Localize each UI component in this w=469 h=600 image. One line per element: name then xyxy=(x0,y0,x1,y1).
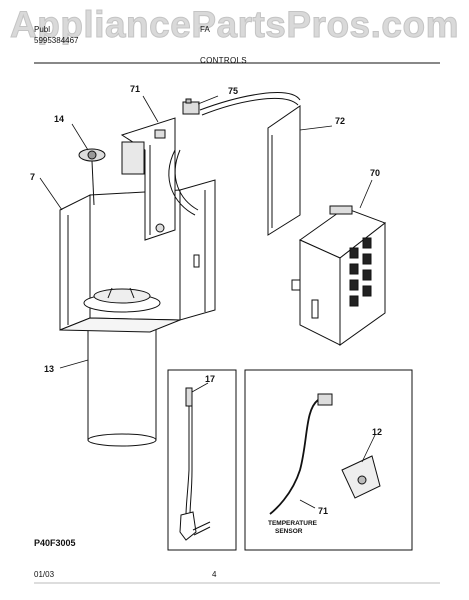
callout-17: 17 xyxy=(205,374,216,384)
callout-12: 12 xyxy=(372,427,383,437)
power-cord-inset-frame xyxy=(167,369,237,551)
power-cord xyxy=(179,387,211,541)
watermark: AppliancePartsPros.com xyxy=(10,4,459,46)
publication-label: Publ xyxy=(34,25,51,34)
footer-date: 01/03 xyxy=(34,570,55,579)
temperature-label: TEMPERATURE xyxy=(268,520,317,527)
page-number: 4 xyxy=(212,570,217,579)
sensor-clip xyxy=(341,455,381,499)
thermostat-knob xyxy=(78,148,106,206)
section-title: CONTROLS xyxy=(200,56,247,65)
sensor-label: SENSOR xyxy=(275,528,303,535)
control-box-housing xyxy=(59,179,216,333)
model-label: FA xyxy=(200,25,210,34)
callout-7: 7 xyxy=(30,172,36,182)
temperature-sensor xyxy=(269,393,333,515)
callout-71-sensor: 71 xyxy=(318,506,329,516)
callout-13: 13 xyxy=(44,364,55,374)
mounting-bracket xyxy=(120,117,176,241)
publication-number: 5995384467 xyxy=(34,36,79,45)
panel-cover xyxy=(267,105,301,236)
callout-75: 75 xyxy=(228,86,239,96)
electronic-control-board xyxy=(291,205,387,346)
relay xyxy=(182,98,200,115)
callout-71: 71 xyxy=(130,84,141,94)
callout-72: 72 xyxy=(335,116,346,126)
callout-70: 70 xyxy=(370,168,381,178)
wire-harness xyxy=(168,92,301,216)
diagram-code: P40F3005 xyxy=(34,538,76,548)
temperature-sensor-inset-frame xyxy=(244,369,413,551)
callout-14: 14 xyxy=(54,114,65,124)
capacitor xyxy=(87,319,157,447)
